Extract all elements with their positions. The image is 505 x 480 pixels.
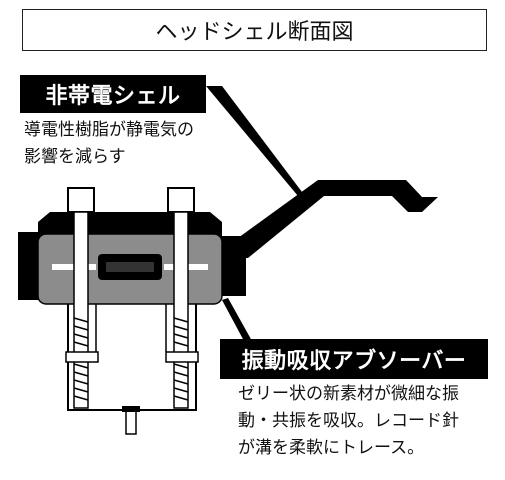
shell-top-band (38, 212, 222, 236)
stylus (126, 410, 136, 434)
screw-head-right (168, 188, 194, 212)
leader-line-shell (206, 86, 302, 196)
description-line: 影響を減らす (24, 144, 194, 171)
callout-label-absorber: 振動吸収アブソーバー (220, 339, 488, 379)
callout-description-absorber: ゼリー状の新素材が微細な振 動・共振を吸収。レコード針 が溝を柔軟にトレース。 (238, 381, 459, 462)
screw-head-left (68, 188, 94, 212)
callout-description-shell: 導電性樹脂が静電気の 影響を減らす (24, 117, 194, 171)
description-line: ゼリー状の新素材が微細な振 (238, 381, 459, 408)
callout-label-shell: 非帯電シェル (20, 75, 206, 113)
tonearm-arm (238, 180, 438, 258)
nut-right (166, 352, 198, 362)
screw-shaft-right (174, 212, 188, 408)
absorber-center-slot-inner (106, 262, 154, 272)
description-line: 動・共振を吸収。レコード針 (238, 408, 459, 435)
description-line: が溝を柔軟にトレース。 (238, 435, 459, 462)
nut-left (66, 352, 98, 362)
leader-line-absorber (222, 298, 252, 341)
description-line: 導電性樹脂が静電気の (24, 117, 194, 144)
stylus-tip (122, 406, 140, 412)
screw-shaft-left (74, 212, 88, 408)
